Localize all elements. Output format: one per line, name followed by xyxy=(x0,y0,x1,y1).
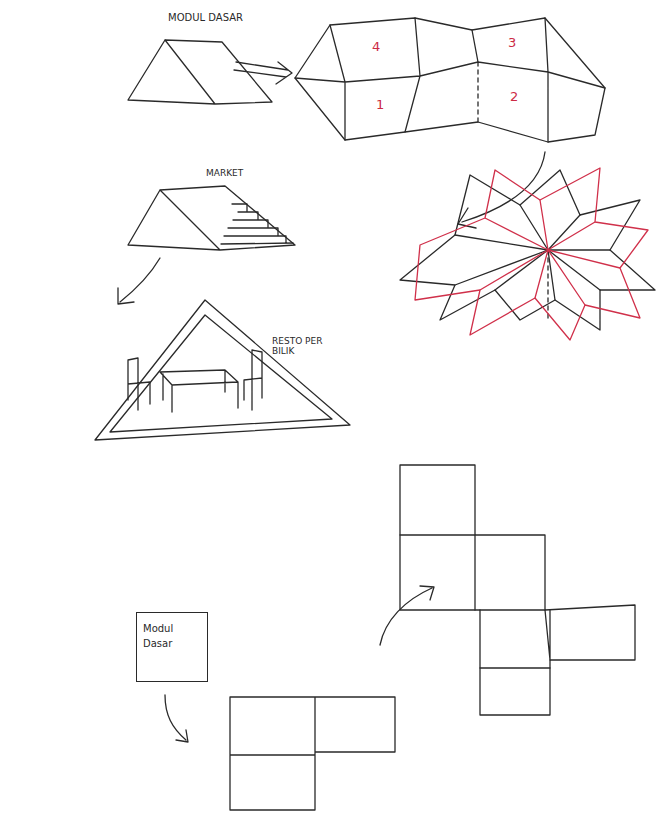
module-box: Modul Dasar xyxy=(136,612,208,682)
callout-number: 4 xyxy=(372,40,380,55)
callout-number: 2 xyxy=(510,90,518,105)
callout-number: 3 xyxy=(508,36,516,51)
sketch-label: MODUL DASAR xyxy=(168,12,243,24)
sketch-label: RESTO PER BILIK xyxy=(272,336,324,357)
module-text: Modul Dasar xyxy=(143,621,193,651)
callout-number: 1 xyxy=(376,98,384,113)
sketch-label: MARKET xyxy=(206,168,243,178)
